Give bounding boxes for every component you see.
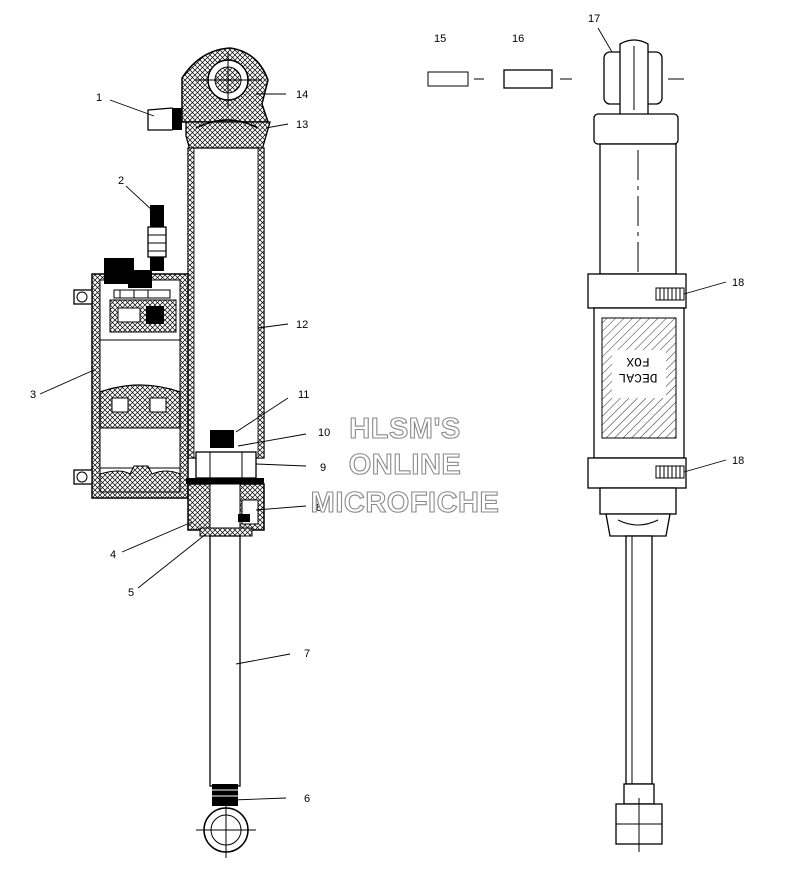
sectioned-shock-view bbox=[73, 47, 271, 858]
callout-18-top: 18 bbox=[732, 277, 744, 289]
watermark: HLSM'S ONLINE MICROFICHE bbox=[310, 412, 500, 519]
callout-1: 1 bbox=[96, 92, 102, 104]
bottom-eye bbox=[196, 806, 256, 858]
exterior-shaft bbox=[625, 535, 653, 785]
callout-12: 12 bbox=[296, 319, 308, 331]
spacer-16 bbox=[503, 69, 553, 89]
callout-7: 7 bbox=[304, 648, 310, 660]
callout-labels: 1 2 3 4 5 6 7 8 9 10 11 12 13 14 15 16 1… bbox=[30, 13, 744, 805]
reservoir bbox=[73, 258, 189, 499]
callout-16: 16 bbox=[512, 33, 524, 45]
clamp-screw-top bbox=[655, 287, 685, 301]
callout-10: 10 bbox=[318, 427, 330, 439]
callout-17: 17 bbox=[588, 13, 600, 25]
body-tube bbox=[187, 147, 265, 459]
exterior-shock-view: DECAL FOX bbox=[427, 39, 687, 852]
decal-text-line2: FOX bbox=[626, 354, 650, 369]
shaft bbox=[209, 535, 241, 787]
callout-18-bottom: 18 bbox=[732, 455, 744, 467]
schrader-valve bbox=[147, 205, 167, 271]
callout-3: 3 bbox=[30, 389, 36, 401]
leader-lines bbox=[39, 27, 727, 801]
callout-8: 8 bbox=[316, 502, 322, 514]
callout-14: 14 bbox=[296, 89, 308, 101]
callout-2: 2 bbox=[118, 175, 124, 187]
seal-head bbox=[187, 483, 265, 537]
callout-9: 9 bbox=[320, 462, 326, 474]
callout-15: 15 bbox=[434, 33, 446, 45]
callout-6: 6 bbox=[304, 793, 310, 805]
callout-13: 13 bbox=[296, 119, 308, 131]
watermark-line-3: MICROFICHE bbox=[311, 487, 500, 519]
decal-text-line1: DECAL bbox=[618, 370, 657, 385]
watermark-line-2: ONLINE bbox=[349, 449, 462, 481]
piston-assembly bbox=[186, 430, 264, 484]
watermark-line-1: HLSM'S bbox=[349, 413, 460, 445]
callout-4: 4 bbox=[110, 549, 116, 561]
callout-11: 11 bbox=[298, 389, 309, 401]
bushing-15 bbox=[427, 71, 469, 87]
callout-5: 5 bbox=[128, 587, 134, 599]
clamp-screw-bottom bbox=[655, 465, 685, 479]
